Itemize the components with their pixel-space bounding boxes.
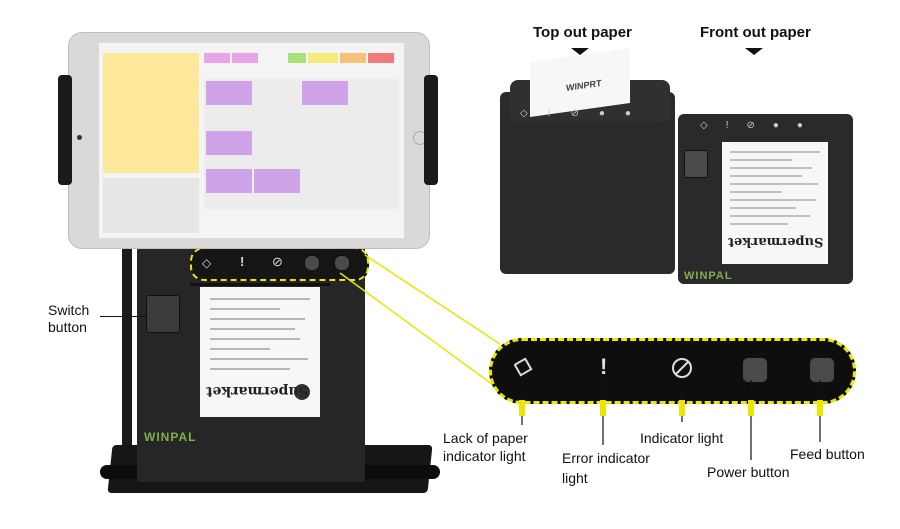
front-out-switch-button[interactable] <box>684 150 708 178</box>
front-out-panel-icons: ◇!⊘●● <box>700 120 821 131</box>
error-indicator-label-2: light <box>562 470 588 486</box>
switch-button-label-2: button <box>48 319 87 335</box>
left-clamp <box>58 75 72 185</box>
tablet-screen <box>99 43 404 238</box>
tab-pink[interactable] <box>204 53 230 63</box>
product-tile-2[interactable] <box>206 131 252 155</box>
printer-logo: WINPAL <box>144 430 197 444</box>
product-tile-4[interactable] <box>254 169 300 193</box>
front-out-receipt: Supermarket <box>722 142 828 264</box>
header-top-out-arrow <box>571 48 589 55</box>
lack-paper-icon <box>513 357 534 378</box>
product-grid <box>204 79 399 209</box>
indicator-light-label: Indicator light <box>640 430 724 446</box>
paper-icon: ◇ <box>202 256 212 270</box>
tab-pink-2[interactable] <box>232 53 258 63</box>
front-receipt-lines <box>730 151 820 225</box>
switch-button[interactable] <box>146 295 180 333</box>
switch-button-label-1: Switch <box>48 302 90 318</box>
receipt-lines <box>210 298 310 400</box>
header-front-out-arrow <box>745 48 763 55</box>
zoomed-power-button[interactable] <box>742 357 768 383</box>
tablet-camera <box>77 135 82 140</box>
front-out-logo: WINPAL <box>684 270 733 282</box>
top-out-printer <box>500 92 675 274</box>
paper-slot <box>190 283 330 286</box>
product-tile-3[interactable] <box>206 169 252 193</box>
order-list-panel <box>103 53 199 173</box>
tab-orange[interactable] <box>340 53 366 63</box>
error-indicator-label-1: Error indicator <box>562 450 650 466</box>
stand-pole <box>122 247 132 457</box>
right-clamp <box>424 75 438 185</box>
top-out-panel-icons: ◇!⊘●● <box>520 108 651 119</box>
power-button-label: Power button <box>707 464 790 480</box>
tab-green[interactable] <box>288 53 306 63</box>
feed-button-label: Feed button <box>790 446 865 462</box>
power-button[interactable] <box>304 255 320 271</box>
switch-button-leader <box>100 316 146 317</box>
numeric-keypad <box>103 178 199 233</box>
product-tile-5[interactable] <box>302 81 348 105</box>
printed-receipt: Supermarket <box>200 287 320 417</box>
header-front-out: Front out paper <box>700 24 811 41</box>
indicator-light-icon <box>670 356 694 380</box>
tablet-printer-scene: Supermarket WINPAL ◇ ! ⊘ <box>40 25 460 505</box>
error-indicator-icon: ! <box>600 354 608 379</box>
zoomed-feed-button[interactable] <box>809 357 835 383</box>
power-indicator-icon: ⊘ <box>272 254 283 269</box>
exclamation-icon: ! <box>240 254 245 269</box>
zoomed-control-panel: ! <box>489 338 856 404</box>
printer-control-panel: ◇ ! ⊘ <box>190 247 369 281</box>
lack-paper-label-1: Lack of paper <box>443 430 528 446</box>
lack-paper-label-2: indicator light <box>443 448 526 464</box>
tab-red[interactable] <box>368 53 394 63</box>
category-tabs <box>204 53 399 75</box>
tab-yellow[interactable] <box>308 53 338 63</box>
product-tile-1[interactable] <box>206 81 252 105</box>
header-top-out: Top out paper <box>533 24 632 41</box>
feed-button[interactable] <box>334 255 350 271</box>
